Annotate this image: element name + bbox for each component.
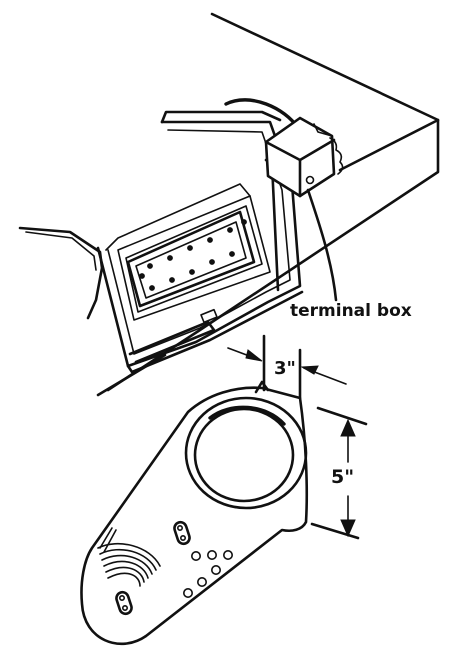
terminal-box-label: terminal box (290, 301, 412, 321)
trim-plate (80, 380, 309, 646)
fixture-housing (18, 110, 304, 374)
terminal-box (264, 116, 344, 302)
control-holes (183, 549, 234, 598)
width-dimension (227, 334, 347, 400)
power-cable (224, 98, 300, 130)
lens-opening (184, 396, 308, 510)
width-dimension-label: 3" (274, 358, 296, 379)
height-dimension-label: 5" (331, 466, 355, 488)
panel-screws (139, 219, 247, 291)
height-dimension (310, 406, 368, 540)
ceiling-surface (96, 12, 440, 397)
wire-bundle (97, 527, 161, 587)
mounting-slots (115, 520, 191, 616)
